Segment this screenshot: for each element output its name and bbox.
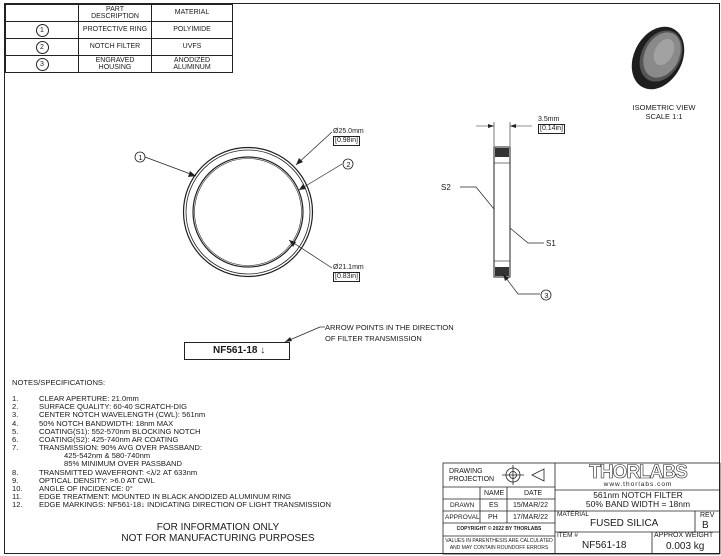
list-item: 7.TRANSMISSION: 90% AVG OVER PASSBAND: [12, 443, 203, 453]
list-item: 8.TRANSMITTED WAVEFRONT: <λ/2 AT 633nm [12, 467, 198, 477]
list-item: 3.CENTER NOTCH WAVELENGTH (CWL): 561nm [12, 410, 206, 420]
list-item: 10.ANGLE OF INCIDENCE: 0° [12, 483, 133, 493]
list-item: 4.50% NOTCH BANDWIDTH: 18nm MAX [12, 418, 174, 428]
approval-date: 17/MAR/22 [513, 514, 549, 521]
notes-header: NOTES/SPECIFICATIONS: [12, 378, 106, 387]
weight-label: APPROX WEIGHT [654, 532, 714, 539]
inner-diameter-dimension: Ø21.1mm [0.83in] [333, 264, 364, 282]
list-item: 6.COATING(S2): 425-740nm AR COATING [12, 434, 179, 444]
list-item: 9.OPTICAL DENSITY: >6.0 AT CWL [12, 475, 155, 485]
part-number-badge: 3 [35, 57, 49, 71]
callout-2-label: 2 [346, 160, 351, 169]
title-block-lines [442, 462, 721, 555]
surface-s2-label: S2 [441, 183, 451, 192]
approval-name: PH [488, 514, 498, 521]
approval-label: APPROVAL [445, 514, 480, 521]
item-label: ITEM # [557, 532, 578, 539]
table-row: 3 ENGRAVED HOUSING ANODIZED ALUMINUM [5, 55, 233, 73]
transmission-arrow-icon: ↓ [260, 345, 266, 356]
thorlabs-logo: THORLABS [589, 462, 688, 483]
edge-marking-box: NF561-18 ↓ [184, 342, 290, 360]
values-note: VALUES IN PARENTHESIS ARE CALCULATED AND… [445, 538, 553, 551]
outer-diameter-dimension: Ø25.0mm [0.98in] [333, 128, 364, 146]
item-value: NF561-18 [582, 540, 627, 551]
date-header: DATE [524, 490, 543, 497]
part-description: ENGRAVED HOUSING [78, 55, 152, 73]
table-row: 2 NOTCH FILTER UVFS [5, 38, 233, 56]
copyright: COPYRIGHT © 2022 BY THORLABS [456, 526, 542, 532]
list-item: 11.EDGE TREATMENT: MOUNTED IN BLACK ANOD… [12, 492, 292, 502]
surface-s1-label: S1 [546, 239, 556, 248]
table-row: 1 PROTECTIVE RING POLYIMIDE [5, 21, 233, 39]
arrow-note: ARROW POINTS IN THE DIRECTION OF FILTER … [325, 323, 454, 343]
drawn-name: ES [489, 502, 499, 509]
drawn-date: 15/MAR/22 [513, 502, 549, 509]
material-label: MATERIAL [557, 511, 590, 518]
material-value: FUSED SILICA [590, 518, 659, 529]
front-view [134, 131, 354, 278]
website: www.thorlabs.com [603, 481, 673, 488]
list-item: 12.EDGE MARKINGS: NF561-18↓ INDICATING D… [12, 500, 331, 510]
part-title: 561nm NOTCH FILTER 50% BAND WIDTH = 18nm [585, 490, 691, 509]
rev-value: B [702, 520, 709, 531]
notes-specifications: NOTES/SPECIFICATIONS: 1.CLEAR APERTURE: … [12, 378, 331, 510]
thickness-dimension: 3.5mm [0.14in] [538, 116, 565, 134]
part-number-badge: 2 [35, 40, 49, 54]
isometric-label: ISOMETRIC VIEW SCALE 1:1 [632, 103, 696, 121]
drawing-projection-label: DRAWING PROJECTION [449, 468, 495, 483]
name-header: NAME [484, 490, 505, 497]
isometric-filter-image [631, 26, 685, 90]
list-item: 1.CLEAR APERTURE: 21.0mm [12, 394, 139, 404]
callout-3-label: 3 [544, 291, 549, 300]
side-view [460, 122, 552, 301]
edge-marking-text: NF561-18 [213, 345, 258, 356]
rev-label: REV [700, 512, 715, 519]
disclaimer: FOR INFORMATION ONLY NOT FOR MANUFACTURI… [121, 522, 315, 544]
list-item: 2.SURFACE QUALITY: 60-40 SCRATCH-DIG [12, 402, 187, 412]
list-item: 425-542nm & 580-740nm [64, 451, 151, 461]
parts-table: PART DESCRIPTION MATERIAL 1 PROTECTIVE R… [5, 4, 233, 73]
list-item: 85% MINIMUM OVER PASSBAND [64, 459, 183, 469]
part-number-badge: 1 [35, 23, 49, 37]
drawing-frame [4, 3, 720, 554]
weight-value: 0.003 kg [666, 541, 705, 552]
engraving-leader [284, 326, 325, 343]
callout-1-label: 1 [138, 153, 143, 162]
drawn-label: DRAWN [450, 502, 475, 509]
list-item: 5.COATING(S1): 552-570nm BLOCKING NOTCH [12, 426, 201, 436]
part-material: ANODIZED ALUMINUM [151, 55, 233, 73]
